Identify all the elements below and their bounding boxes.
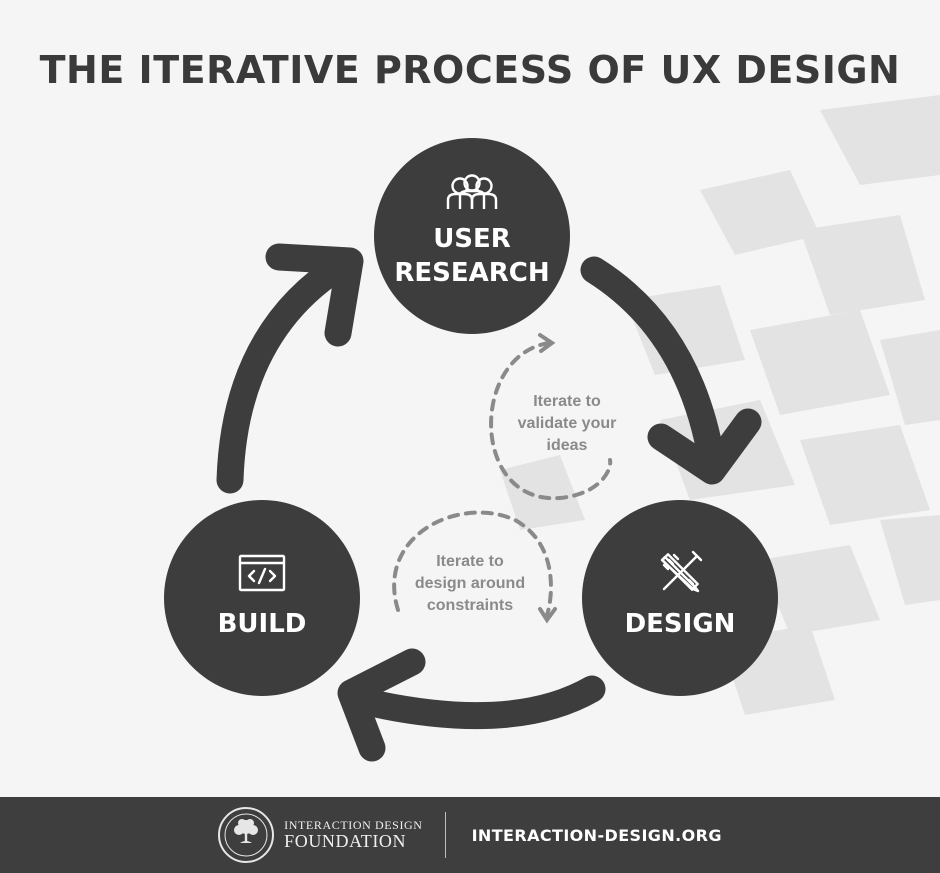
foundation-logo[interactable]: INTERACTION DESIGN FOUNDATION <box>218 807 422 863</box>
arrowhead-build <box>337 648 426 762</box>
design-label: DESIGN <box>625 609 736 639</box>
pencil-ruler-icon <box>660 550 703 593</box>
site-url-link[interactable]: INTERACTION-DESIGN.ORG <box>471 825 722 845</box>
user-research-label-line2: RESEARCH <box>394 258 549 288</box>
note-constraints-line3: constraints <box>427 597 513 614</box>
node-design <box>582 500 778 696</box>
note-validate-line1: Iterate to <box>533 393 601 410</box>
cycle-diagram: USER RESEARCH DESIGN BUILD Iterate to va… <box>164 95 940 762</box>
build-label: BUILD <box>218 609 307 639</box>
note-constraints-line2: design around <box>415 575 525 592</box>
footer-divider <box>444 812 446 858</box>
tree-seal-icon <box>218 807 275 863</box>
users-icon <box>446 174 498 209</box>
dashed-arrowhead-validate <box>538 333 556 353</box>
logo-name-line2: FOUNDATION <box>284 830 407 851</box>
arrow-build-to-research <box>216 249 359 494</box>
footer-bar: INTERACTION DESIGN FOUNDATION INTERACTIO… <box>0 797 940 873</box>
arrowhead-design <box>647 408 762 485</box>
node-build <box>164 500 360 696</box>
dashed-loops <box>392 333 613 624</box>
node-user-research <box>374 138 570 334</box>
page-title: THE ITERATIVE PROCESS OF UX DESIGN <box>39 48 901 92</box>
arrowhead-research <box>265 243 364 347</box>
note-validate-line2: validate your <box>518 415 617 432</box>
code-window-icon <box>238 554 286 592</box>
user-research-label-line1: USER <box>433 224 511 254</box>
cycle-arrows <box>216 243 762 762</box>
arrow-research-to-design <box>580 256 726 476</box>
dashed-loop-constraints <box>392 510 553 617</box>
dashed-arrowhead-constraints <box>538 607 557 624</box>
note-validate-line3: ideas <box>547 437 588 454</box>
note-constraints-line1: Iterate to <box>436 553 504 570</box>
dashed-loop-validate <box>489 341 613 501</box>
logo-name-line1: INTERACTION DESIGN <box>284 818 423 833</box>
arrow-design-to-build <box>344 675 606 730</box>
